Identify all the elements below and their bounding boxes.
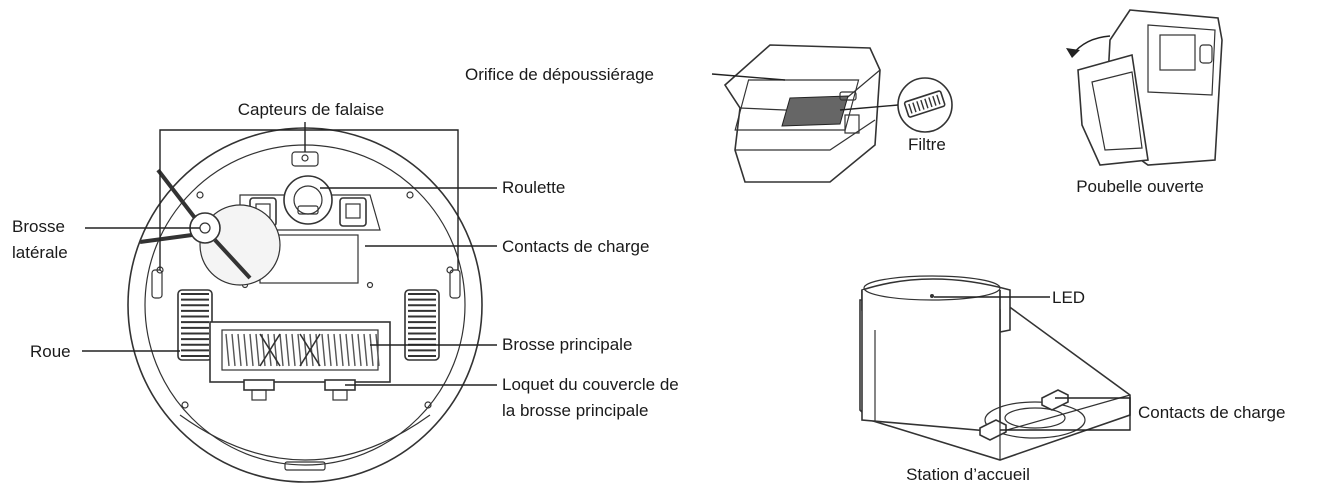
label-wheel: Roue xyxy=(30,342,71,361)
label-side-brush-line2: latérale xyxy=(12,243,68,262)
label-side-brush-line1: Brosse xyxy=(12,217,65,236)
label-evacuation-port: Orifice de dépoussiérage xyxy=(465,65,654,84)
label-dock-station: Station d’accueil xyxy=(906,465,1030,484)
robot-bottom-view xyxy=(128,128,482,482)
label-filter: Filtre xyxy=(908,135,946,154)
label-bin-open: Poubelle ouverte xyxy=(1076,177,1204,196)
filter-callout xyxy=(898,78,952,132)
dustbin-filter-mesh xyxy=(782,96,848,126)
label-led: LED xyxy=(1052,288,1085,307)
right-wheel xyxy=(405,290,439,360)
led-dot xyxy=(930,294,934,298)
dock-station xyxy=(860,276,1130,460)
dustbin-closed xyxy=(725,45,880,182)
label-caster: Roulette xyxy=(502,178,565,197)
right-charging-contact xyxy=(340,198,366,226)
caster-wheel xyxy=(284,176,332,224)
label-latch-line2: la brosse principale xyxy=(502,401,648,420)
dustbin-open xyxy=(1066,10,1222,165)
left-wheel xyxy=(178,290,212,360)
label-cliff-sensors: Capteurs de falaise xyxy=(238,100,384,119)
label-dock-charging-contacts: Contacts de charge xyxy=(1138,403,1285,422)
label-latch-line1: Loquet du couvercle de xyxy=(502,375,679,394)
label-main-brush: Brosse principale xyxy=(502,335,632,354)
label-robot-charging-contacts: Contacts de charge xyxy=(502,237,649,256)
